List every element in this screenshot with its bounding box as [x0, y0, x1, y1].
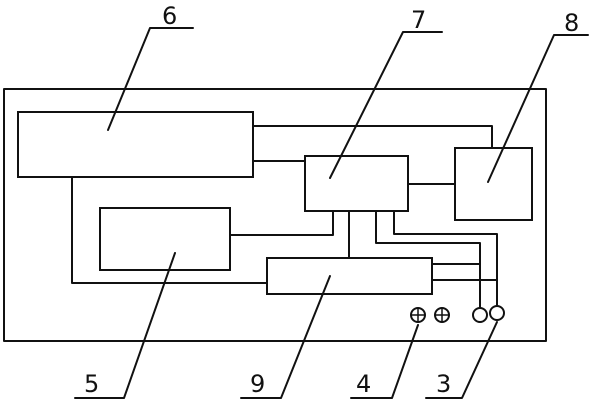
- block-5: [99, 207, 231, 271]
- block-9: [266, 257, 433, 295]
- wiring: [71, 125, 498, 309]
- label-5: 5: [84, 370, 99, 398]
- leader-6: [107, 27, 194, 131]
- leader-9: [240, 275, 331, 399]
- leader-3: [425, 321, 498, 399]
- wire-6-to-9: [71, 176, 268, 284]
- knob-right-icon: [434, 307, 450, 323]
- outer-housing: [3, 88, 547, 342]
- block-8: [454, 147, 533, 221]
- leader-lines: [74, 27, 589, 399]
- block-7: [304, 155, 409, 212]
- wire-6-to-8: [252, 125, 493, 149]
- wire-5-to-7: [229, 210, 334, 236]
- terminal-right-icon: [489, 305, 505, 321]
- terminal-left-icon: [472, 307, 488, 323]
- block-6: [17, 111, 254, 178]
- leader-7: [329, 31, 443, 179]
- label-6: 6: [162, 2, 177, 30]
- label-7: 7: [411, 6, 426, 34]
- label-4: 4: [356, 370, 371, 398]
- leader-5: [74, 252, 176, 399]
- label-8: 8: [564, 9, 579, 37]
- wire-7-to-terminal-right: [393, 210, 498, 307]
- leader-4: [350, 324, 419, 399]
- leader-8: [487, 34, 589, 183]
- wire-7-to-terminal-left: [375, 210, 481, 309]
- label-3: 3: [436, 370, 451, 398]
- knob-left-icon: [410, 307, 426, 323]
- label-9: 9: [250, 370, 265, 398]
